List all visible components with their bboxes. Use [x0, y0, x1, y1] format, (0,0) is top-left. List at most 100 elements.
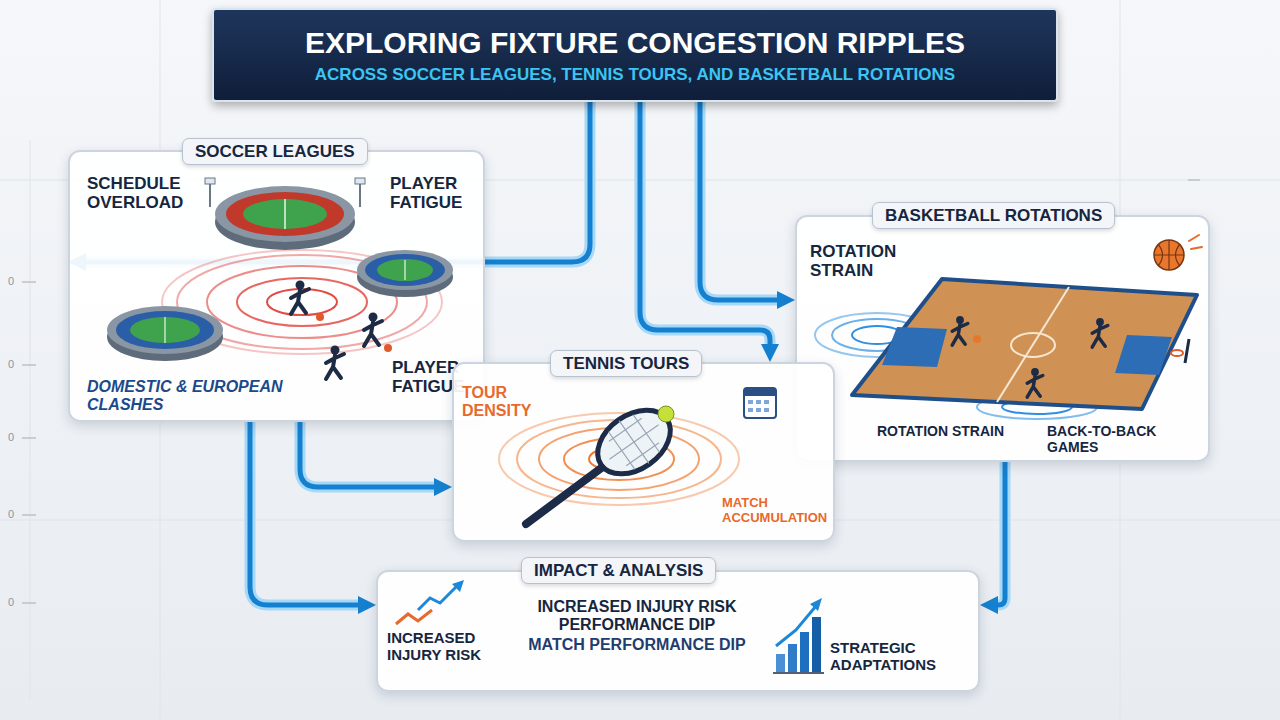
trend-icon [396, 580, 464, 624]
svg-line [22, 281, 36, 283]
svg-line [526, 466, 604, 524]
svg-rect [764, 400, 769, 404]
panel-note: INCREASED INJURY RISK [387, 630, 502, 664]
panel-note: STRATEGIC ADAPTATIONS [830, 640, 975, 674]
svg-rect [800, 632, 809, 672]
svg-line [22, 437, 36, 439]
panel-note: MATCH PERFORMANCE DIP [506, 636, 768, 654]
axis-tick-label: 0 [8, 508, 14, 520]
svg-use [364, 313, 382, 347]
flow-arrow [700, 102, 783, 300]
stadium [107, 306, 223, 361]
flow-arrow [250, 422, 364, 605]
axis-tick-label: 0 [8, 275, 14, 287]
svg-path [1154, 240, 1184, 270]
svg-rect [812, 617, 821, 672]
arrow-glow [992, 462, 1005, 605]
svg-polygon [1115, 335, 1172, 375]
svg-circle [658, 406, 674, 422]
svg-path [595, 403, 674, 480]
arrow-glow [700, 102, 783, 300]
svg-ellipse [107, 306, 223, 354]
svg-circle [1154, 240, 1184, 270]
svg-ellipse [226, 192, 344, 236]
banner-subtitle: ACROSS SOCCER LEAGUES, TENNIS TOURS, AND… [315, 65, 955, 84]
svg-rect [744, 388, 776, 418]
svg-rect [756, 408, 761, 412]
svg-line [22, 514, 36, 516]
axis-tick-label: 0 [8, 596, 14, 608]
panel-note: INCREASED INJURY RISK PERFORMANCE DIP [506, 598, 768, 634]
svg-line [164, 317, 165, 343]
panel-note: ROTATION STRAIN [877, 424, 1042, 440]
svg-line [1185, 339, 1189, 363]
svg-line [1188, 179, 1200, 181]
panel-note: PLAYER FATIGUE [390, 174, 482, 212]
svg-circle [384, 344, 392, 352]
svg-polyline [776, 606, 816, 646]
svg-line [22, 602, 36, 604]
svg-g [748, 400, 769, 412]
svg-circle [973, 335, 981, 343]
svg-rect [748, 408, 753, 412]
calendar-icon [744, 388, 776, 418]
players [952, 316, 1108, 397]
svg-rect [776, 654, 785, 672]
svg-polygon [452, 580, 464, 592]
svg-ellipse [215, 186, 355, 242]
stadium [205, 178, 365, 250]
panel-heading: SOCCER LEAGUES [182, 138, 368, 165]
svg-line [997, 287, 1069, 402]
svg-use [952, 316, 968, 345]
players [291, 281, 392, 380]
title-banner: EXPLORING FIXTURE CONGESTION RIPPLES ACRO… [212, 8, 1058, 102]
svg-line [284, 199, 286, 229]
svg-ellipse [237, 278, 367, 326]
axis-tick-label: 0 [8, 431, 14, 443]
banner-title: EXPLORING FIXTURE CONGESTION RIPPLES [305, 26, 965, 60]
svg-circle [316, 313, 324, 321]
svg-line [359, 184, 361, 207]
bar-chart-icon [773, 598, 824, 673]
panel-note: BACK-TO-BACK GAMES [1047, 424, 1207, 455]
svg-ellipse [377, 259, 433, 281]
impact-panel: IMPACT & ANALYSISINCREASED INJURY RISKIN… [376, 570, 980, 692]
panel-heading: BASKETBALL ROTATIONS [872, 202, 1115, 229]
svg-line [22, 364, 36, 366]
svg-rect [355, 178, 365, 184]
svg-ellipse [243, 199, 327, 229]
svg-rect [748, 400, 753, 404]
basketball-icon [1154, 235, 1202, 270]
svg-use [1092, 318, 1108, 347]
basketball-panel: BASKETBALL ROTATIONSROTATION STRAINROTAT… [795, 215, 1210, 462]
svg-use [326, 346, 344, 380]
svg-ellipse [586, 397, 683, 487]
arrow-line [700, 102, 783, 300]
svg-line [30, 140, 31, 700]
svg-rect [756, 400, 761, 404]
svg-line [209, 184, 211, 207]
svg-line [404, 260, 405, 280]
panel-note: MATCH ACCUMULATION [722, 496, 832, 525]
svg-use [1027, 368, 1043, 397]
svg-use [291, 281, 309, 315]
soccer-panel: SOCCER LEAGUESSCHEDULE OVERLOADPLAYER FA… [68, 150, 485, 422]
svg-ellipse [1171, 350, 1183, 356]
arrow-glow [300, 422, 440, 487]
svg-polygon [810, 598, 822, 611]
tennis-panel: TENNIS TOURSTOUR DENSITYMATCH ACCUMULATI… [452, 362, 835, 542]
panel-note: TOUR DENSITY [462, 384, 542, 420]
svg-ellipse [365, 254, 445, 286]
arrow-line [250, 422, 364, 605]
svg-ellipse [357, 250, 453, 290]
svg-polyline [396, 610, 432, 624]
svg-polygon [852, 279, 1197, 409]
svg-rect [744, 388, 776, 396]
svg-line [773, 672, 824, 674]
flow-arrow [992, 462, 1005, 605]
svg-ellipse [116, 311, 214, 349]
svg-polyline [418, 585, 458, 610]
